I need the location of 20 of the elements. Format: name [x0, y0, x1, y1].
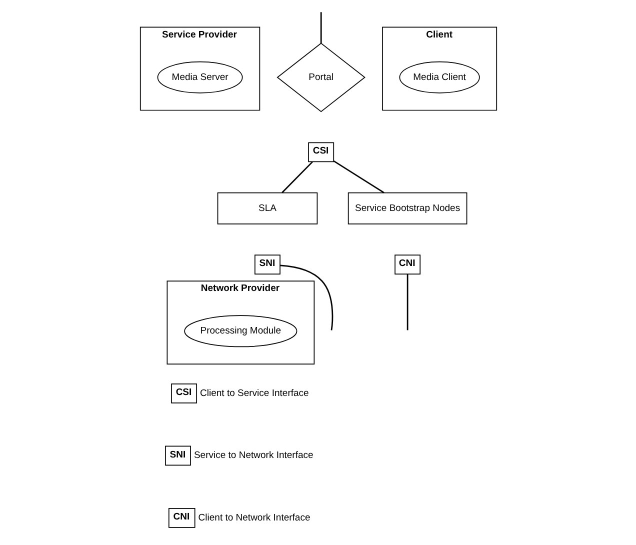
connector	[406, 274, 408, 330]
node-box: CNI	[394, 254, 420, 275]
node-ellipse: Processing Module	[184, 315, 297, 348]
node-ellipse: Media Client	[398, 61, 480, 94]
node-box: CSI	[170, 384, 197, 404]
node-box: SLA	[216, 192, 318, 224]
node-diamond: Portal	[276, 42, 365, 112]
connector	[320, 12, 322, 44]
node-label: Service to Network Interface	[193, 450, 313, 462]
node-box: SNI	[164, 446, 190, 466]
connector	[281, 161, 312, 194]
node-box: Service Bootstrap Nodes	[347, 192, 467, 224]
node-label: Client to Network Interface	[198, 512, 310, 524]
node-label: Client to Service Interface	[200, 388, 308, 399]
node-box: CSI	[308, 142, 334, 162]
connector	[332, 160, 384, 194]
node-ellipse: Media Server	[156, 61, 242, 94]
connector	[280, 264, 333, 330]
node-box: CNI	[168, 508, 195, 528]
node-box: SNI	[254, 254, 280, 275]
